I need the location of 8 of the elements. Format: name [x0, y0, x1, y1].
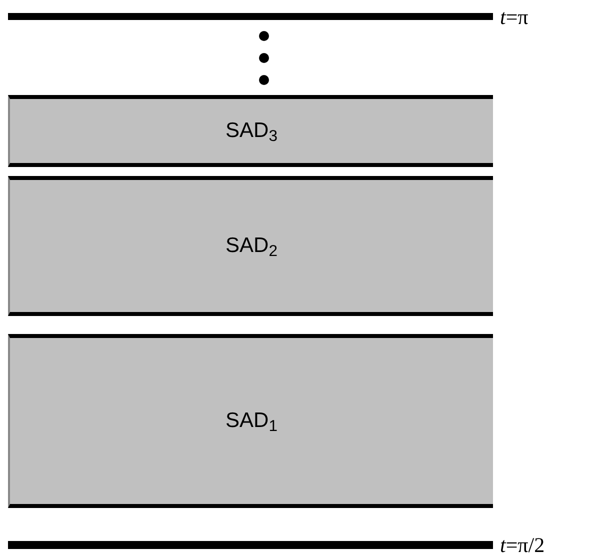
layer-band — [8, 176, 493, 316]
layer-label: SAD$_{2}$ — [226, 233, 278, 262]
layer-band — [8, 95, 493, 167]
layer-label: SAD$_{3}$ — [226, 118, 278, 147]
layer-band — [8, 334, 493, 508]
time-label: t=π/2 — [500, 535, 545, 556]
time-label: t=π — [500, 7, 528, 28]
layer-label: SAD$_{1}$ — [226, 408, 278, 437]
